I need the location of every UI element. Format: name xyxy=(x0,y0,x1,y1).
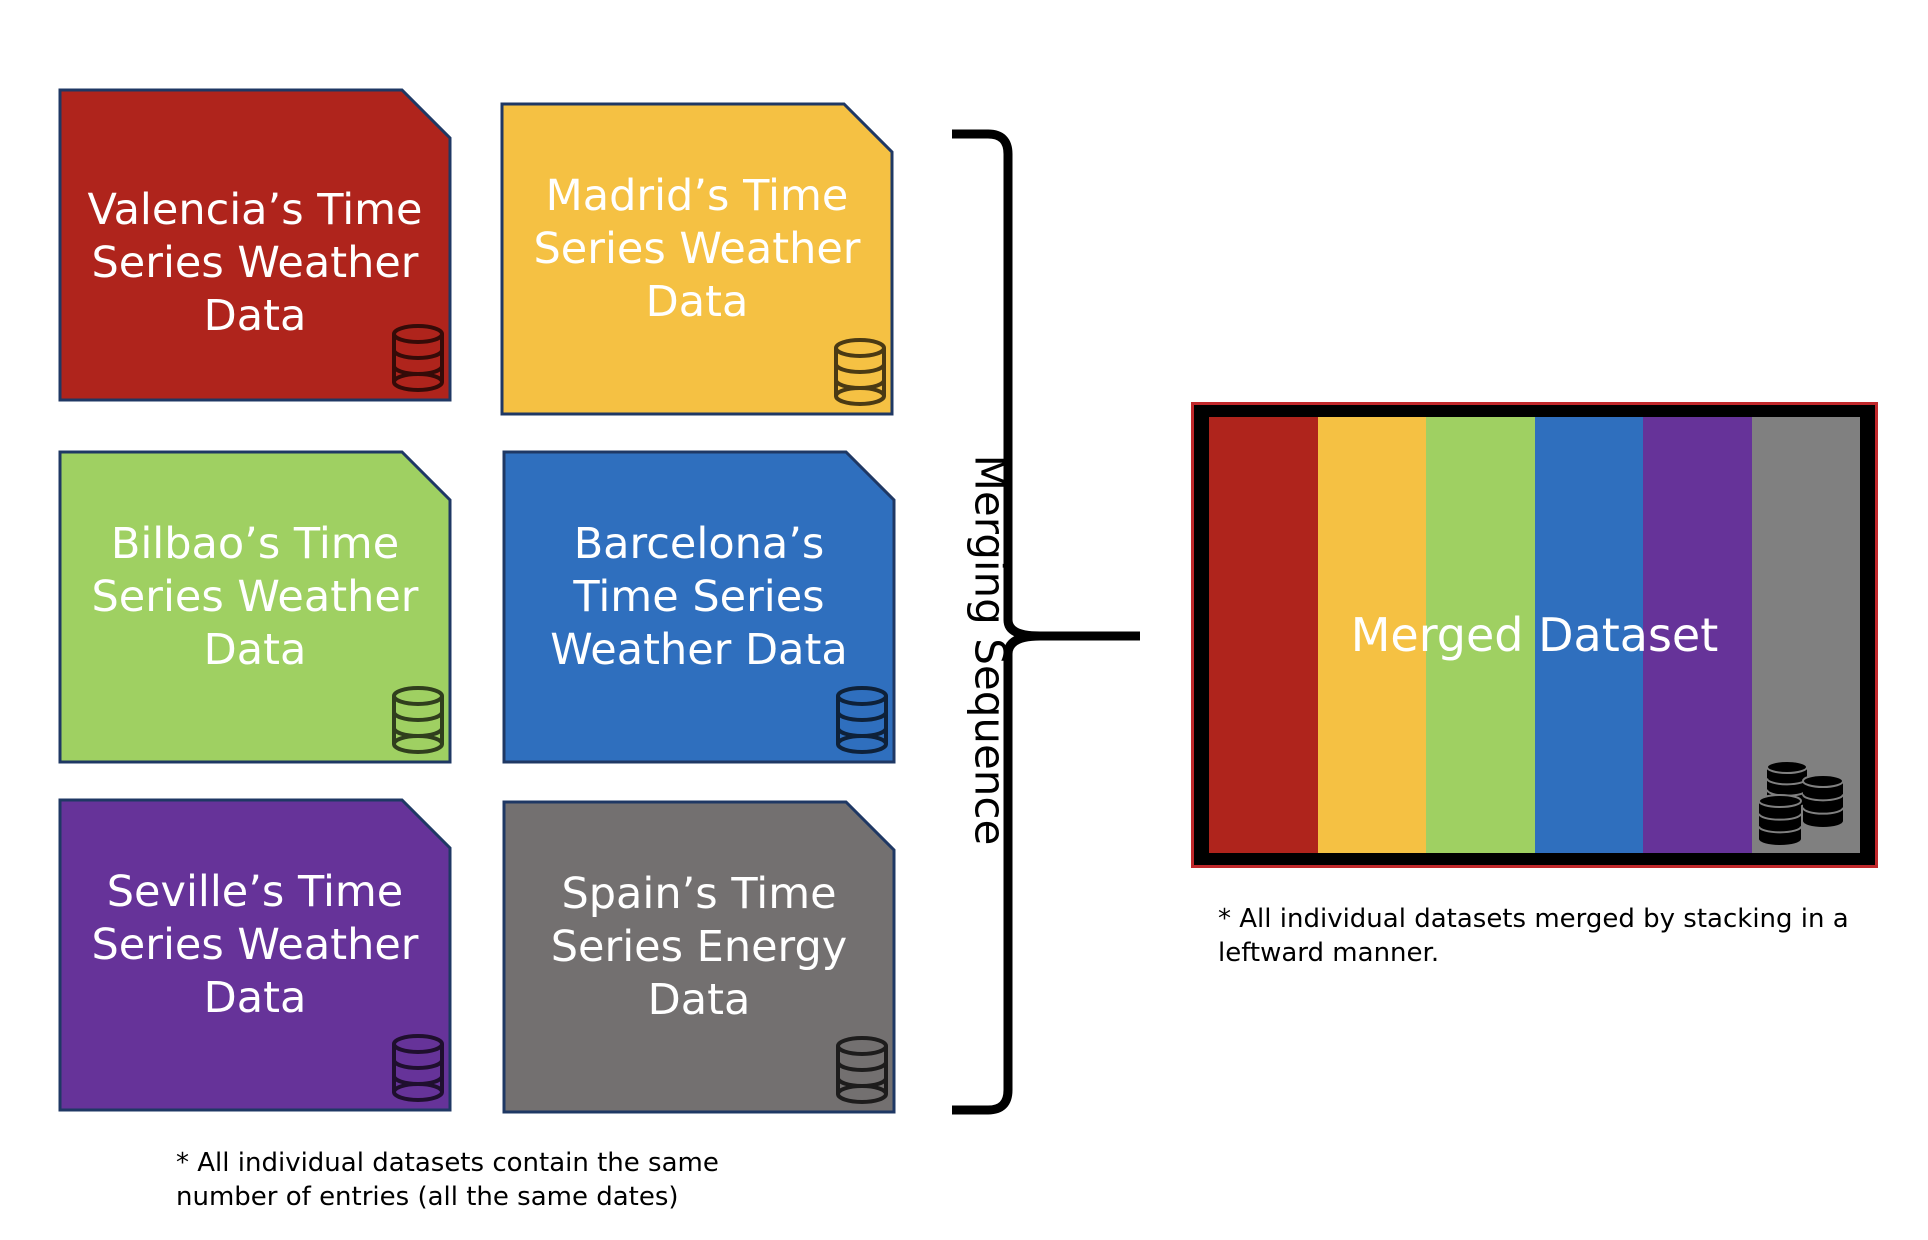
note-merged: * All individual datasets merged by stac… xyxy=(1218,904,1849,968)
stacked-database-icon xyxy=(1758,760,1844,845)
stripe-3 xyxy=(1426,417,1535,853)
merging-sequence-label: Merging Sequence xyxy=(965,454,1015,846)
merged-dataset-box: Merged Dataset xyxy=(1191,402,1878,868)
card-title: Spain’s Time Series Energy Data xyxy=(550,869,848,1025)
card-title: Bilbao’s Time Series Weather Data xyxy=(91,519,419,675)
card-madrid: Madrid’s Time Series Weather Data xyxy=(500,102,894,416)
database-icon xyxy=(392,324,444,392)
card-shape xyxy=(58,88,452,402)
merged-dataset-title: Merged Dataset xyxy=(1350,608,1719,662)
database-icon xyxy=(392,686,444,754)
database-icon xyxy=(392,1034,444,1102)
card-shape xyxy=(502,800,896,1114)
card-seville: Seville’s Time Series Weather Data xyxy=(58,798,452,1112)
stripe-1 xyxy=(1209,417,1318,853)
card-valencia: Valencia’s Time Series Weather Data xyxy=(58,88,452,402)
card-shape xyxy=(58,450,452,764)
card-barcelona: Barcelona’s Time Series Weather Data xyxy=(502,450,896,764)
card-title: Valencia’s Time Series Weather Data xyxy=(87,185,423,341)
database-icon xyxy=(834,338,886,406)
stripe-5 xyxy=(1643,417,1752,853)
note-individual: * All individual datasets contain the sa… xyxy=(176,1148,719,1212)
card-title: Madrid’s Time Series Weather Data xyxy=(533,171,861,327)
database-icon xyxy=(836,1036,888,1104)
card-bilbao: Bilbao’s Time Series Weather Data xyxy=(58,450,452,764)
card-shape xyxy=(500,102,894,416)
card-shape xyxy=(58,798,452,1112)
card-title: Seville’s Time Series Weather Data xyxy=(91,867,419,1023)
merge-brace xyxy=(952,129,1140,1115)
card-shape xyxy=(502,450,896,764)
card-spain-energy: Spain’s Time Series Energy Data xyxy=(502,800,896,1114)
stripe-4 xyxy=(1534,417,1643,853)
database-icon xyxy=(836,686,888,754)
stripe-2 xyxy=(1317,417,1426,853)
card-title: Barcelona’s Time Series Weather Data xyxy=(550,519,848,675)
